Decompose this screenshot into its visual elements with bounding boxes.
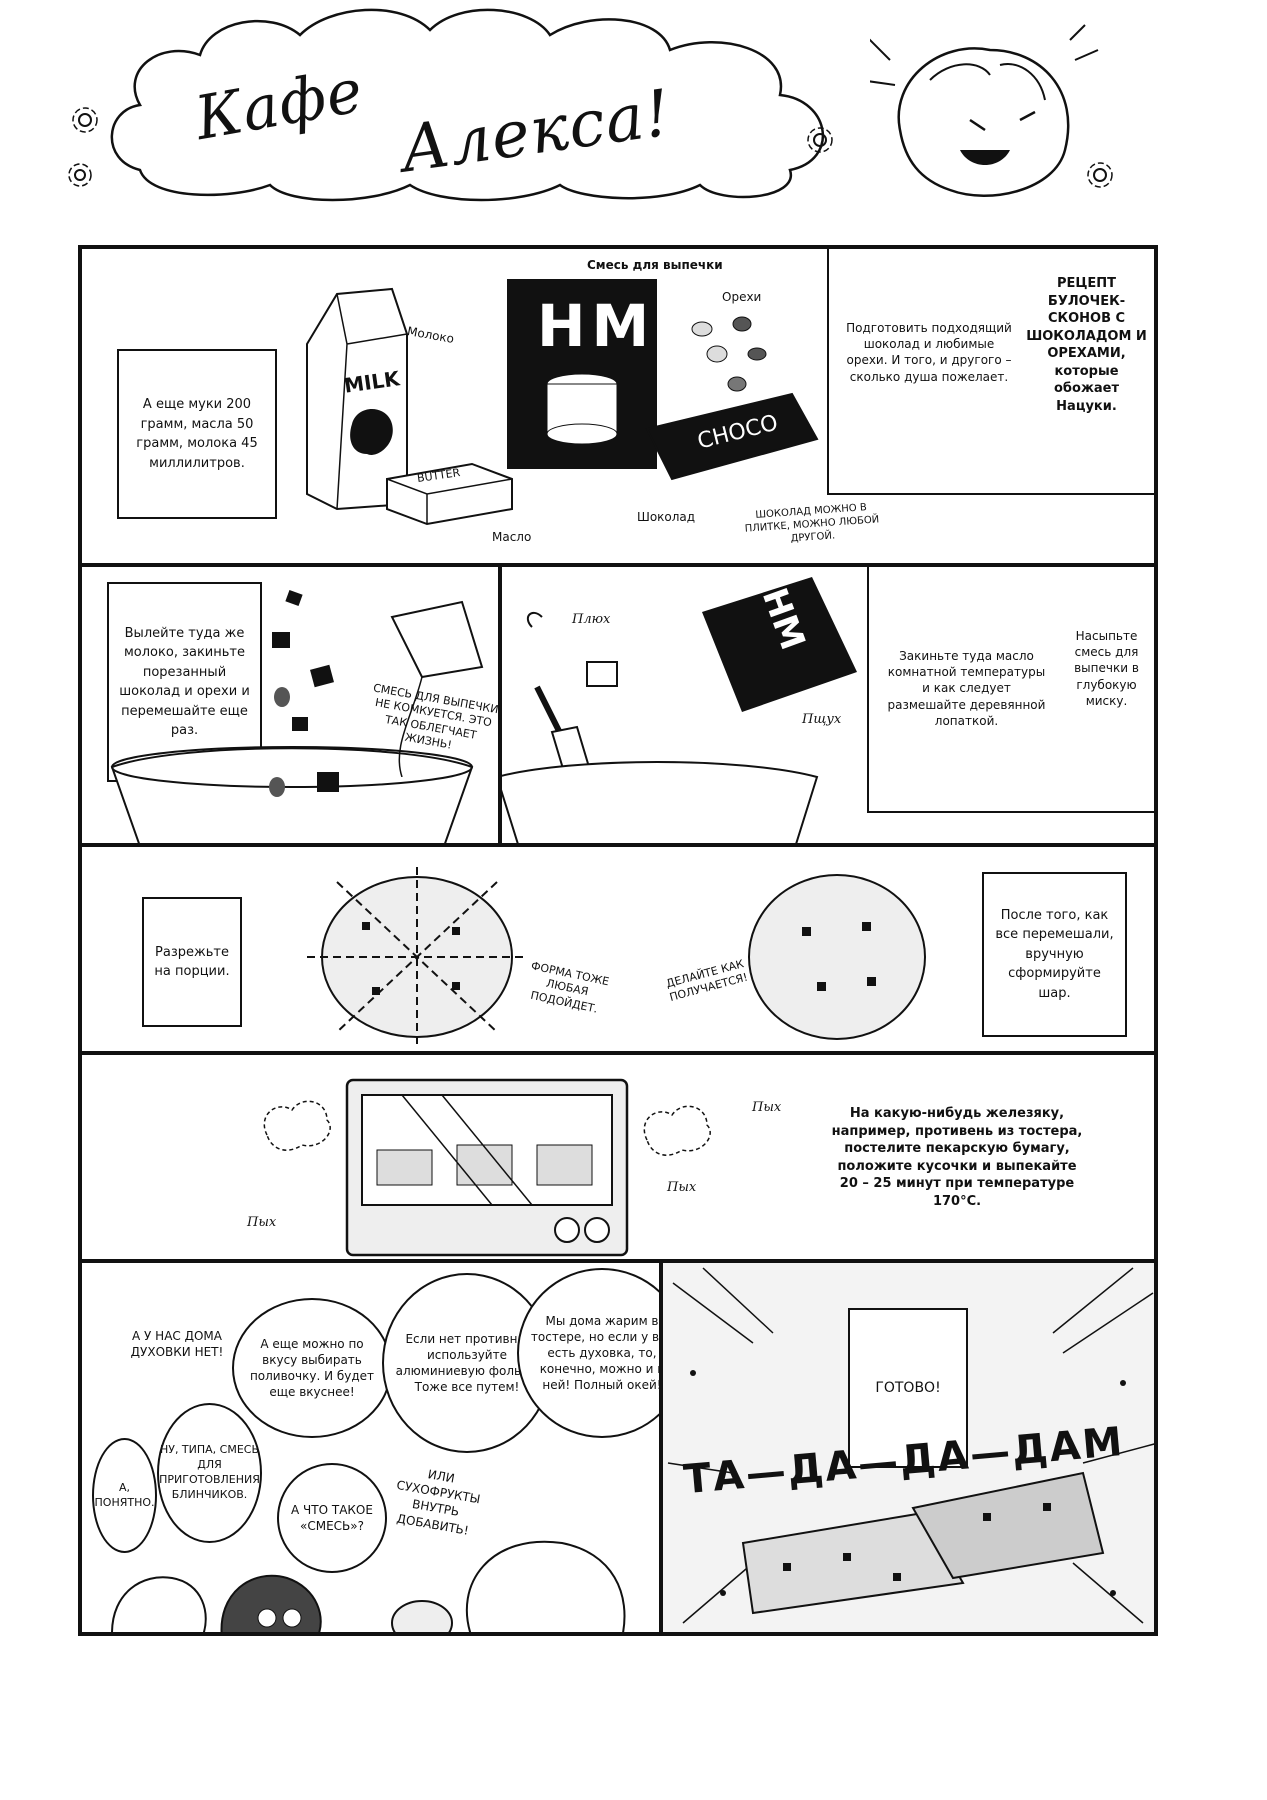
sfx-plop: Плюх: [572, 612, 611, 627]
bake-text: На какую-нибудь железяку, например, прот…: [831, 1106, 1083, 1209]
ingredients-box: А еще муки 200 грамм, масла 50 грамм, мо…: [117, 349, 277, 519]
sfx-puff-2: Пых: [667, 1180, 697, 1195]
bowl-drawing-left: [110, 746, 474, 843]
recipe-box: Подготовить подходящий шоколад и любимые…: [827, 249, 1154, 495]
title-cloud: [110, 8, 825, 202]
mix-box-text: HM: [537, 292, 656, 360]
done-box: ГОТОВО!: [848, 1308, 968, 1468]
dried-fruit-text: ИЛИ СУХОФРУКТЫ ВНУТРЬ ДОБАВИТЬ!: [395, 1467, 482, 1538]
chocolate-bar-drawing: [645, 392, 819, 481]
dough-ball-drawing: [748, 874, 926, 1040]
panel-butter-mix: Плюх HM Пщух Закиньте туда масло комнатн…: [498, 563, 1158, 847]
what-mix-bubble: А ЧТО ТАКОЕ «СМЕСЬ»?: [277, 1463, 387, 1573]
toaster-oven-drawing: [345, 1078, 629, 1257]
steam-cloud-right: [643, 1105, 711, 1156]
milk-carton-drawing: [306, 287, 408, 511]
label-butter: Масло: [492, 530, 532, 544]
chocolate-note: ШОКОЛАД МОЖНО В ПЛИТКЕ, МОЖНО ЛЮБОЙ ДРУГ…: [744, 502, 880, 545]
character-head-drawing: [870, 24, 1099, 197]
panel-discussion: А У НАС ДОМА ДУХОВКИ НЕТ! А еще можно по…: [78, 1259, 663, 1636]
panel-shape-cut: Разрежьте на порции. ФОРМА ТОЖЕ ЛЮБАЯ ПО…: [78, 843, 1158, 1055]
label-mix: Смесь для выпечки: [587, 258, 723, 272]
label-chocolate: Шоколад: [637, 510, 696, 524]
panel-done: ГОТОВО! ТА—ДА—ДА—ДАМ: [659, 1259, 1158, 1636]
flower-doodle-left: [68, 107, 98, 187]
nuts-drawing: [691, 316, 767, 392]
panel-ingredients: А еще муки 200 грамм, масла 50 грамм, мо…: [78, 245, 1158, 567]
characters-drawing: [111, 1540, 626, 1632]
ball-box: После того, как все перемешали, вручную …: [982, 872, 1127, 1037]
topping-bubble: А еще можно по вкусу выбирать поливочку.…: [232, 1298, 392, 1438]
flower-doodle-right: [807, 127, 1113, 188]
milk-pouring-drawing: [390, 600, 484, 777]
cut-dough-drawing: [307, 867, 527, 1047]
sfx-whoosh: Пщух: [802, 712, 842, 727]
mix-box-drawing: [507, 279, 657, 469]
mix-box-pour-drawing: [702, 577, 857, 712]
butter-instructions-box: Закиньте туда масло комнатной температур…: [867, 567, 1154, 813]
panel-bake: Пых Пых Пых На какую-нибудь железяку, на…: [78, 1051, 1158, 1263]
toaster-bubble: Мы дома жарим в тостере, но если у вас е…: [517, 1268, 659, 1438]
butter-text: Закиньте туда масло комнатной температур…: [887, 649, 1046, 728]
i-see-bubble: А, ПОНЯТНО.: [92, 1438, 157, 1553]
steam-cloud-left: [263, 1100, 331, 1151]
pour-mix-text: Насыпьте смесь для выпечки в глубокую ми…: [1074, 629, 1139, 708]
no-oven-text: А У НАС ДОМА ДУХОВКИ НЕТ!: [130, 1329, 224, 1360]
recipe-title: РЕЦЕПТ БУЛОЧЕК-СКОНОВ С ШОКОЛАДОМ И ОРЕХ…: [1026, 276, 1147, 414]
scones-drawing: [741, 1471, 1105, 1615]
bowl-drawing-right: [502, 761, 819, 843]
speed-lines: [667, 1267, 1154, 1624]
sfx-puff-1: Пых: [752, 1100, 782, 1115]
sfx-puff-3: Пых: [247, 1215, 277, 1230]
chocolate-pieces-drawing: [269, 589, 339, 797]
cut-box: Разрежьте на порции.: [142, 897, 242, 1027]
panel-pour-milk: Вылейте туда же молоко, закиньте порезан…: [78, 563, 502, 847]
pancake-mix-bubble: НУ, ТИПА, СМЕСЬ ДЛЯ ПРИГОТОВЛЕНИЯ БЛИНЧИ…: [157, 1403, 262, 1543]
label-nuts: Орехи: [722, 290, 762, 304]
butter-pack-drawing: [386, 462, 513, 526]
prep-text: Подготовить подходящий шоколад и любимые…: [846, 321, 1012, 384]
